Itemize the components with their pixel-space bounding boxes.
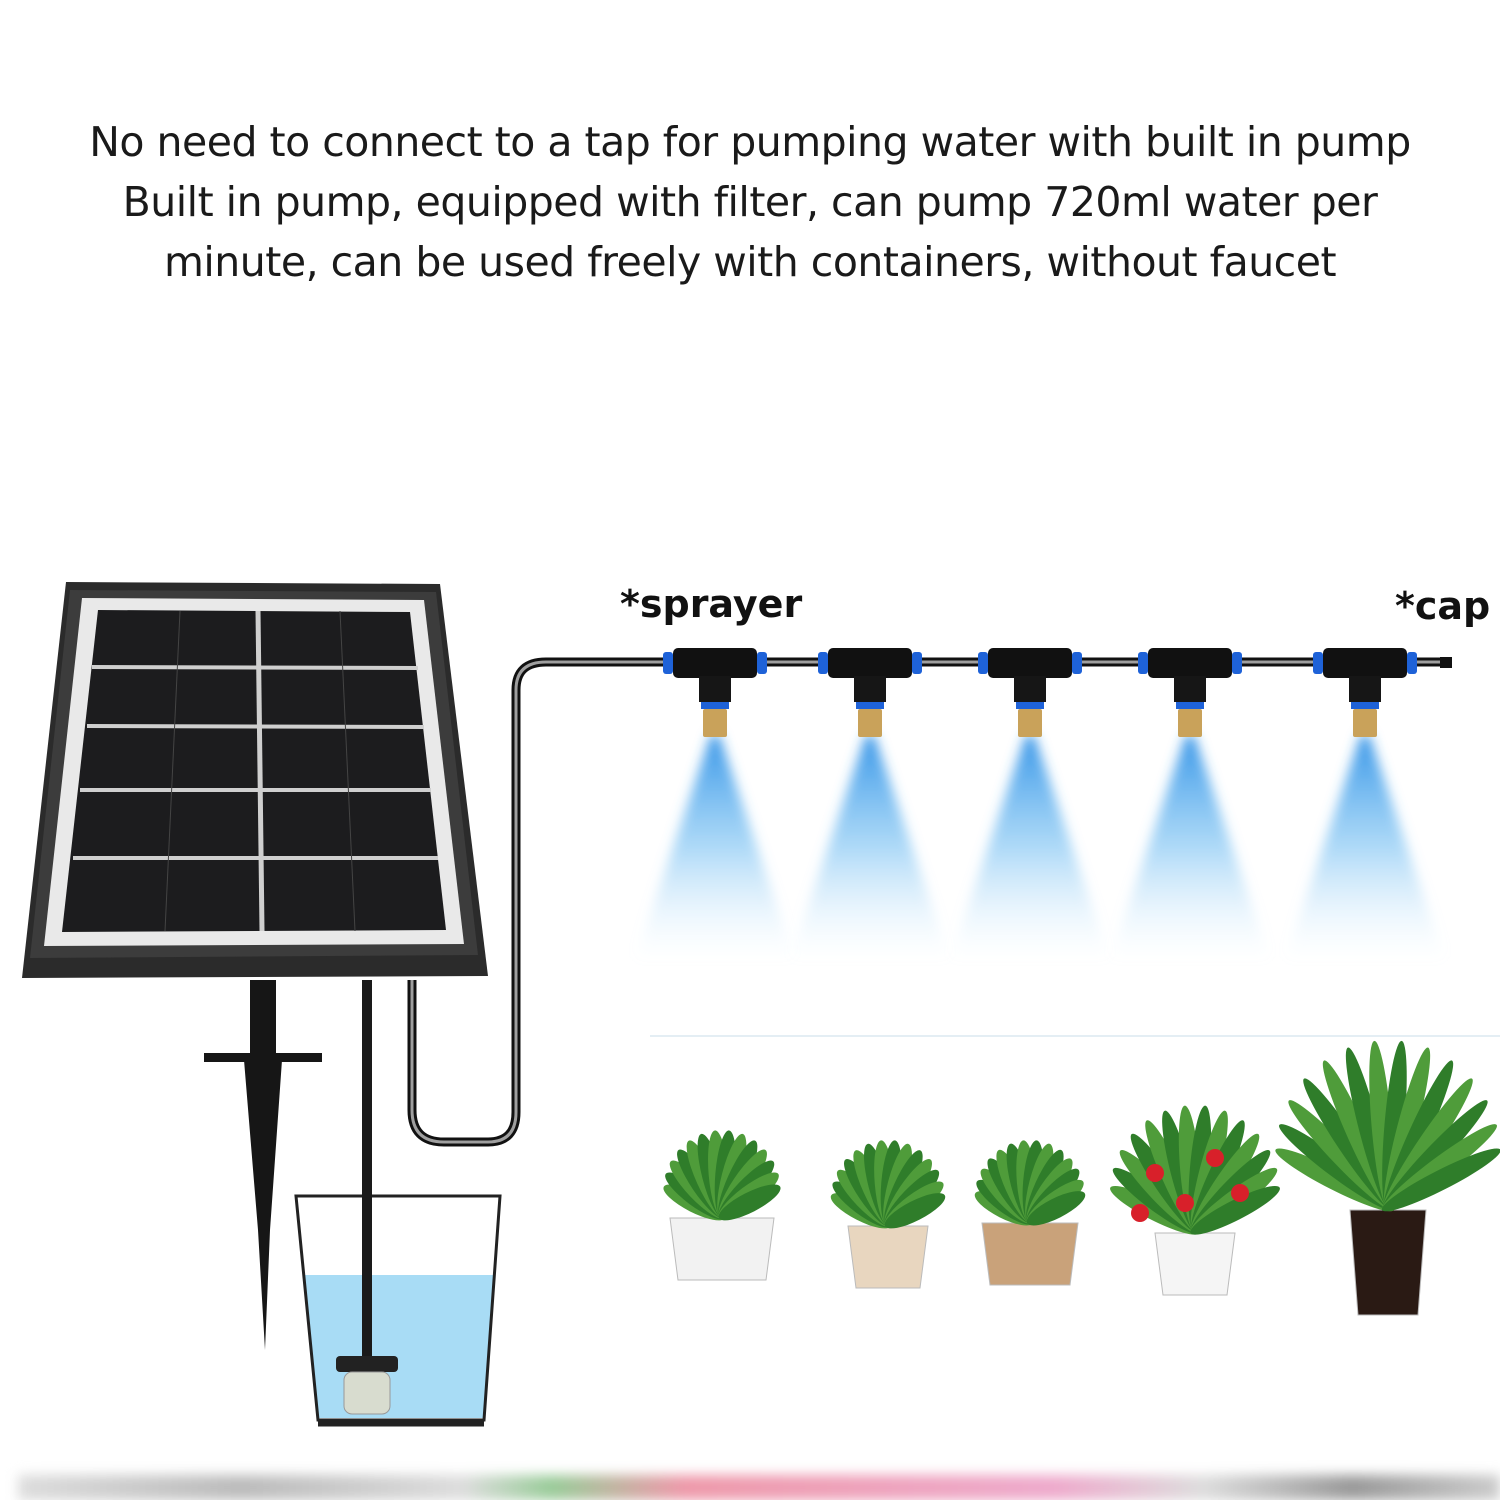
caption-line-3: minute, can be used freely with containe…	[163, 238, 1337, 286]
potted-plant	[1110, 1105, 1280, 1296]
end-cap	[1440, 657, 1452, 668]
caption-line-1: No need to connect to a tap for pumping …	[89, 118, 1411, 166]
sprayer-nozzle	[1110, 648, 1270, 960]
sprayer-label: *sprayer	[620, 582, 803, 626]
blurred-bottom-strip	[18, 1475, 1500, 1500]
flower	[1131, 1204, 1149, 1222]
mist-spray	[950, 735, 1110, 960]
sprayer-nozzle	[950, 648, 1110, 960]
flower	[1176, 1194, 1194, 1212]
potted-plant	[1275, 1040, 1500, 1316]
sprayer-nozzle	[1285, 648, 1445, 960]
sprayer-nozzle	[790, 648, 950, 960]
plant-pot	[1154, 1232, 1236, 1296]
plant-pot	[669, 1217, 775, 1281]
plant-pot	[847, 1225, 929, 1289]
caption: No need to connect to a tap for pumping …	[0, 112, 1500, 292]
potted-plant	[830, 1140, 946, 1289]
pump-with-filter	[336, 980, 398, 1415]
mist-spray	[635, 735, 795, 960]
caption-line-2: Built in pump, equipped with filter, can…	[122, 178, 1378, 226]
cap-label: *cap	[1395, 584, 1491, 628]
water-container	[294, 1194, 502, 1427]
mist-spray	[1110, 735, 1270, 960]
flower	[1146, 1164, 1164, 1182]
potted-plant	[663, 1130, 781, 1281]
mist-spray	[1285, 735, 1445, 960]
hose	[407, 657, 1450, 1147]
potted-plant	[974, 1140, 1086, 1286]
mist-spray	[790, 735, 950, 960]
flower	[1231, 1184, 1249, 1202]
solar-panel	[22, 582, 488, 978]
plant-pot	[981, 1222, 1079, 1286]
sprayer-nozzle	[635, 648, 795, 960]
flower	[1206, 1149, 1224, 1167]
ground-stake	[204, 980, 322, 1350]
plant-pot	[1349, 1209, 1427, 1316]
